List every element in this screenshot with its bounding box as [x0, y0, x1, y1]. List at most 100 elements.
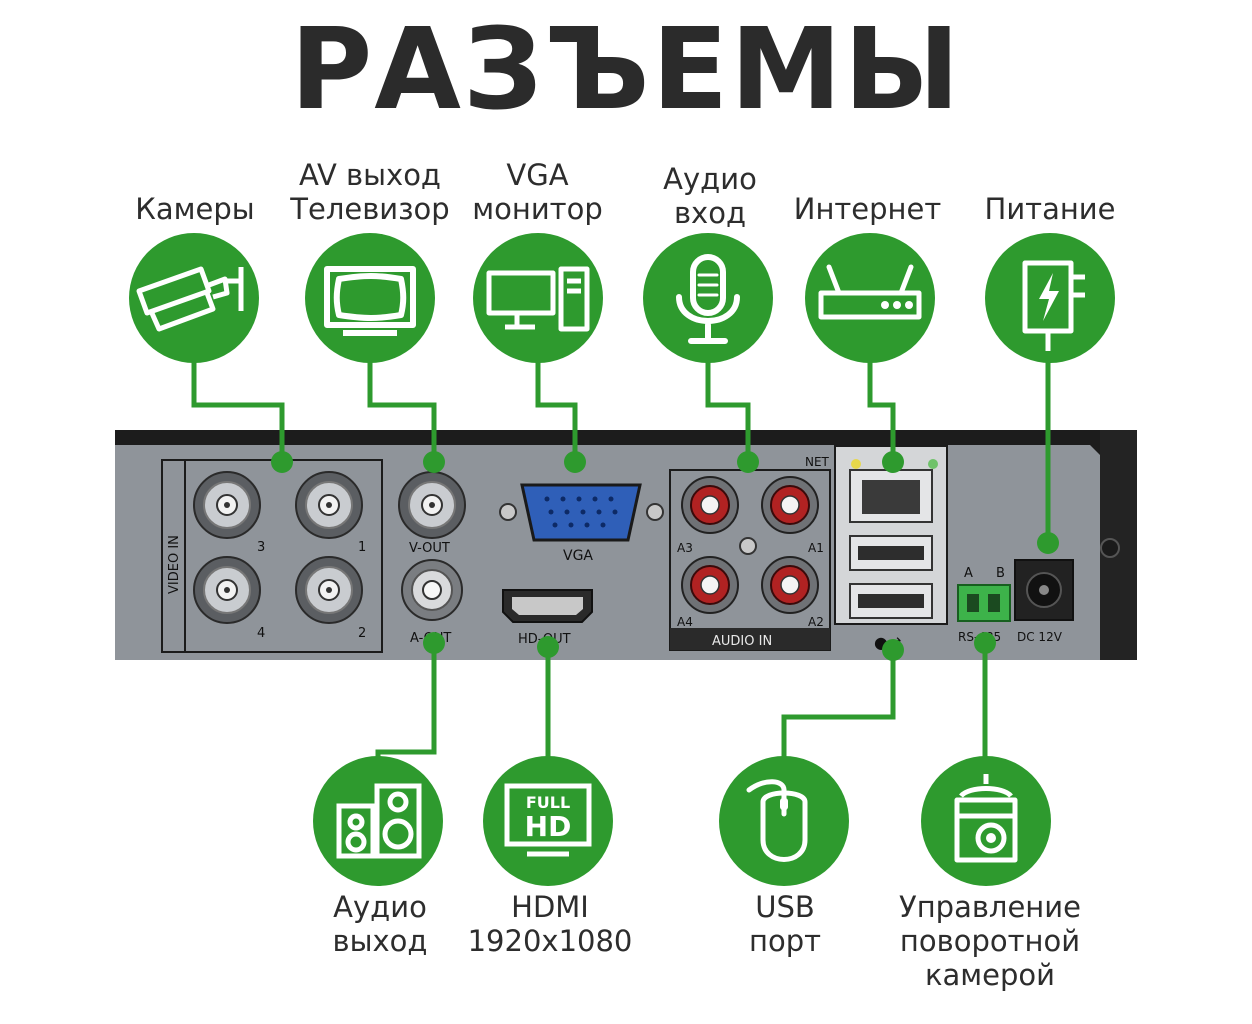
bnc-connector [193, 556, 261, 624]
vga-screw-icon [499, 503, 517, 521]
audio-in-label: AUDIO IN [712, 634, 772, 649]
connector-dots [271, 451, 1059, 661]
label-power: Питание [955, 192, 1145, 226]
power-adapter-icon [985, 233, 1115, 363]
mouse-icon [719, 756, 849, 886]
connector-dot [974, 632, 996, 654]
vga-label: VGA [563, 548, 593, 564]
connector-lines [191, 360, 1051, 766]
net-led-icon [851, 459, 861, 469]
connector-dot [1037, 532, 1059, 554]
connector-dot [737, 451, 759, 473]
v-out-bnc-connector [398, 471, 466, 539]
label-line: Питание [984, 192, 1116, 226]
connector-dot [882, 451, 904, 473]
rs485-terminal-slot [988, 594, 1000, 612]
label-line: VGA [506, 158, 569, 192]
label-hdmi: HDMI 1920x1080 [450, 890, 650, 958]
net-label: NET [805, 455, 830, 469]
usb-port-inner [858, 546, 924, 560]
bnc-number: 1 [358, 540, 366, 555]
dc-label: DC 12V [1017, 630, 1063, 644]
label-line: Телевизор [290, 192, 450, 226]
rca-audio-connector [681, 556, 739, 614]
hd-text: HD [525, 810, 572, 843]
label-av-out-tv: AV выход Телевизор [260, 158, 480, 226]
label-internet: Интернет [770, 192, 965, 226]
audio-channel-label: A4 [677, 615, 693, 629]
label-line: HDMI [511, 890, 589, 924]
rca-audio-connector [761, 476, 819, 534]
page-title: РАЗЪЕМЫ [290, 5, 962, 135]
label-line: Аудио [663, 162, 757, 196]
video-in-label: VIDEO IN [167, 535, 182, 594]
v-out-label: V-OUT [409, 541, 450, 556]
connector-dot [271, 451, 293, 473]
line-usb [781, 650, 896, 758]
rca-audio-connector [681, 476, 739, 534]
rs485-terminal-slot [967, 594, 979, 612]
label-line: 1920x1080 [467, 924, 633, 958]
bnc-number: 2 [358, 626, 366, 641]
audio-in-label-bar [670, 628, 830, 650]
bnc-number: 4 [257, 626, 265, 641]
router-icon [805, 233, 935, 363]
hdmi-port-inner [512, 597, 583, 615]
audio-channel-label: A1 [808, 541, 824, 555]
audio-channel-label: A3 [677, 541, 693, 555]
label-line: вход [673, 196, 747, 230]
label-line: USB [755, 890, 815, 924]
connector-dot [882, 639, 904, 661]
dc-power-jack-pin [1039, 585, 1049, 595]
line-av-out [367, 360, 437, 460]
connector-dot [423, 632, 445, 654]
label-line: порт [748, 924, 821, 958]
microphone-icon [643, 233, 773, 363]
rca-audio-connector [761, 556, 819, 614]
label-ptz-control: Управление поворотной камерой [870, 890, 1110, 992]
full-hd-icon: FULL HD [483, 756, 613, 886]
panel-screw-icon [1100, 538, 1120, 558]
vga-pins [544, 496, 618, 528]
audio-channel-label: A2 [808, 615, 824, 629]
label-vga-monitor: VGA монитор [440, 158, 635, 226]
ptz-dome-camera-icon [921, 756, 1051, 886]
net-led-icon [928, 459, 938, 469]
a-out-rca-connector [401, 559, 463, 621]
label-usb: USB порт [690, 890, 880, 958]
line-internet [867, 360, 896, 460]
bnc-connector [295, 556, 363, 624]
rs485-b-label: B [996, 566, 1005, 581]
line-cameras [191, 360, 285, 460]
line-audio-in [705, 360, 751, 460]
line-vga [535, 360, 578, 460]
label-line: Камеры [135, 192, 255, 226]
speakers-icon [313, 756, 443, 886]
bnc-connector [295, 471, 363, 539]
label-audio-out: Аудио выход [285, 890, 475, 958]
line-audio-out [375, 643, 437, 766]
ethernet-port-inner [862, 480, 920, 514]
tv-icon [305, 233, 435, 363]
usb-port-inner [858, 594, 924, 608]
dc-power-jack [1014, 559, 1074, 621]
label-cameras: Камеры [100, 192, 290, 226]
connector-dot [564, 451, 586, 473]
vga-screw-icon [646, 503, 664, 521]
bnc-number: 3 [257, 540, 265, 555]
label-line: монитор [472, 192, 603, 226]
rs485-terminal [957, 584, 1011, 622]
label-line: Аудио [333, 890, 427, 924]
label-line: AV выход [299, 158, 441, 192]
label-line: поворотной [899, 924, 1081, 958]
label-line: Интернет [793, 192, 942, 226]
bnc-connector [193, 471, 261, 539]
cctv-camera-icon [129, 233, 259, 363]
label-line: камерой [924, 958, 1055, 992]
rs485-a-label: A [964, 566, 973, 581]
desktop-computer-icon [473, 233, 603, 363]
full-text: FULL [526, 793, 570, 812]
label-line: Управление [899, 890, 1081, 924]
